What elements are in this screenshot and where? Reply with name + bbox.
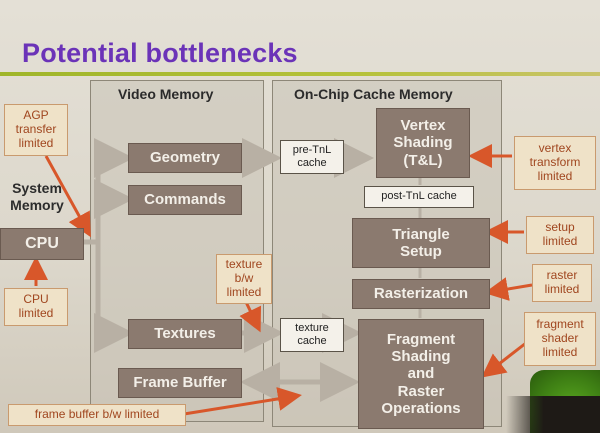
frame-buffer-box: Frame Buffer [118, 368, 242, 398]
fragment-shader-note: fragment shader limited [524, 312, 596, 366]
vertex-transform-note: vertex transform limited [514, 136, 596, 190]
agp-note: AGP transfer limited [4, 104, 68, 156]
texture-cache: texture cache [280, 318, 344, 352]
video-memory-title: Video Memory [118, 86, 214, 102]
system-memory-label: System Memory [10, 180, 64, 213]
vertex-shading-box: Vertex Shading (T&L) [376, 108, 470, 178]
commands-box: Commands [128, 185, 242, 215]
pre-tnl-cache: pre-TnL cache [280, 140, 344, 174]
textures-box: Textures [128, 319, 242, 349]
title-rule [0, 72, 600, 76]
geometry-box: Geometry [128, 143, 242, 173]
cpu-limited-note: CPU limited [4, 288, 68, 326]
triangle-setup-box: Triangle Setup [352, 218, 490, 268]
slide-title: Potential bottlenecks [22, 38, 298, 68]
post-tnl-cache: post-TnL cache [364, 186, 474, 208]
frame-buffer-bw-note: frame buffer b/w limited [8, 404, 186, 426]
audience-silhouette [506, 396, 600, 433]
rasterization-box: Rasterization [352, 279, 490, 309]
setup-note: setup limited [526, 216, 594, 254]
raster-note: raster limited [532, 264, 592, 302]
texture-bw-note: texture b/w limited [216, 254, 272, 304]
fragment-shading-box: Fragment Shading and Raster Operations [358, 319, 484, 429]
video-memory-panel [90, 80, 264, 422]
on-chip-title: On-Chip Cache Memory [294, 86, 453, 102]
cpu-box: CPU [0, 228, 84, 260]
